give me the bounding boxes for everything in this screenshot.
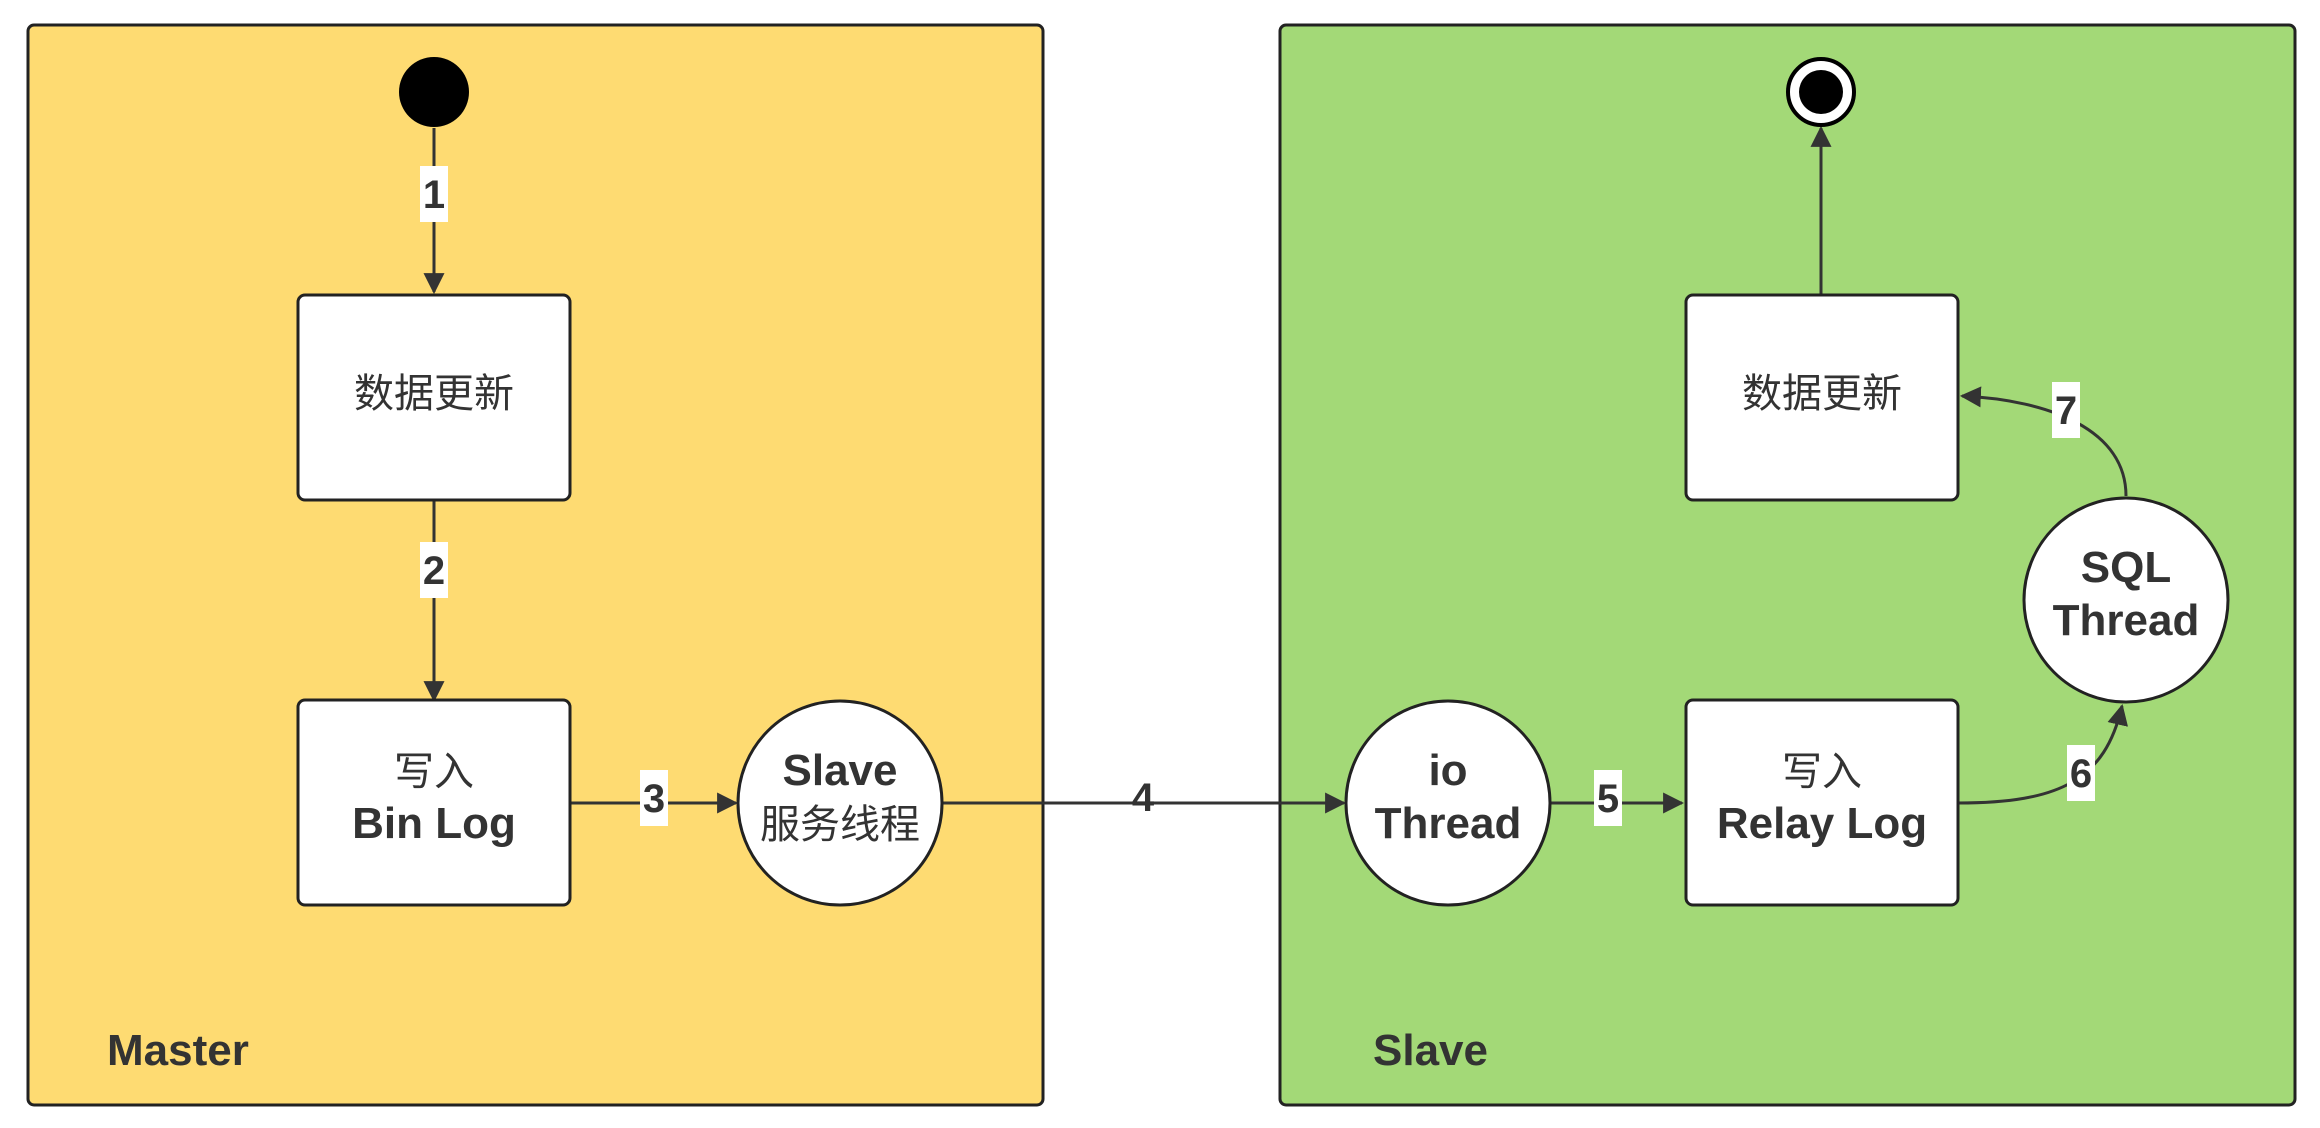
step-label-4: 4 xyxy=(1132,776,1155,820)
svg-text:4: 4 xyxy=(1132,776,1155,820)
master-lane xyxy=(26,23,1045,1107)
step-label-7: 7 xyxy=(2052,382,2080,438)
svg-text:6: 6 xyxy=(2070,752,2092,796)
svg-text:7: 7 xyxy=(2055,389,2077,433)
slave-lane-title: Slave xyxy=(1373,1026,1488,1075)
start-node-icon xyxy=(399,57,469,127)
svg-text:2: 2 xyxy=(423,549,445,593)
step-label-3: 3 xyxy=(640,770,668,826)
master-data-update-node: 数据更新 xyxy=(296,293,572,502)
slave-service-thread-line2: 服务线程 xyxy=(760,802,920,848)
sql-thread-node: SQL Thread xyxy=(2022,496,2230,704)
write-bin-log-line1: 写入 xyxy=(394,749,474,795)
slave-service-thread-node: Slave 服务线程 xyxy=(736,699,944,907)
io-thread-node: io Thread xyxy=(1344,699,1552,907)
io-thread-line2: Thread xyxy=(1375,799,1522,848)
slave-data-update-node: 数据更新 xyxy=(1684,293,1960,502)
svg-text:3: 3 xyxy=(643,777,665,821)
end-node-core xyxy=(1799,70,1843,114)
write-relay-log-node: 写入 Relay Log xyxy=(1684,698,1960,907)
master-lane-title: Master xyxy=(107,1026,249,1075)
step-label-5: 5 xyxy=(1594,770,1622,826)
write-relay-log-line1: 写入 xyxy=(1782,749,1862,795)
master-data-update-label: 数据更新 xyxy=(354,371,514,417)
slave-data-update-label: 数据更新 xyxy=(1742,371,1902,417)
svg-text:1: 1 xyxy=(423,173,445,217)
step-label-1: 1 xyxy=(420,166,448,222)
step-label-2: 2 xyxy=(420,542,448,598)
write-bin-log-node: 写入 Bin Log xyxy=(296,698,572,907)
step-label-6: 6 xyxy=(2067,745,2095,801)
io-thread-line1: io xyxy=(1428,746,1467,795)
slave-service-thread-line1: Slave xyxy=(783,746,898,795)
sql-thread-line2: Thread xyxy=(2053,596,2200,645)
write-relay-log-line2: Relay Log xyxy=(1717,799,1927,848)
write-bin-log-line2: Bin Log xyxy=(352,799,516,848)
svg-text:5: 5 xyxy=(1597,777,1619,821)
sql-thread-line1: SQL xyxy=(2081,543,2171,592)
